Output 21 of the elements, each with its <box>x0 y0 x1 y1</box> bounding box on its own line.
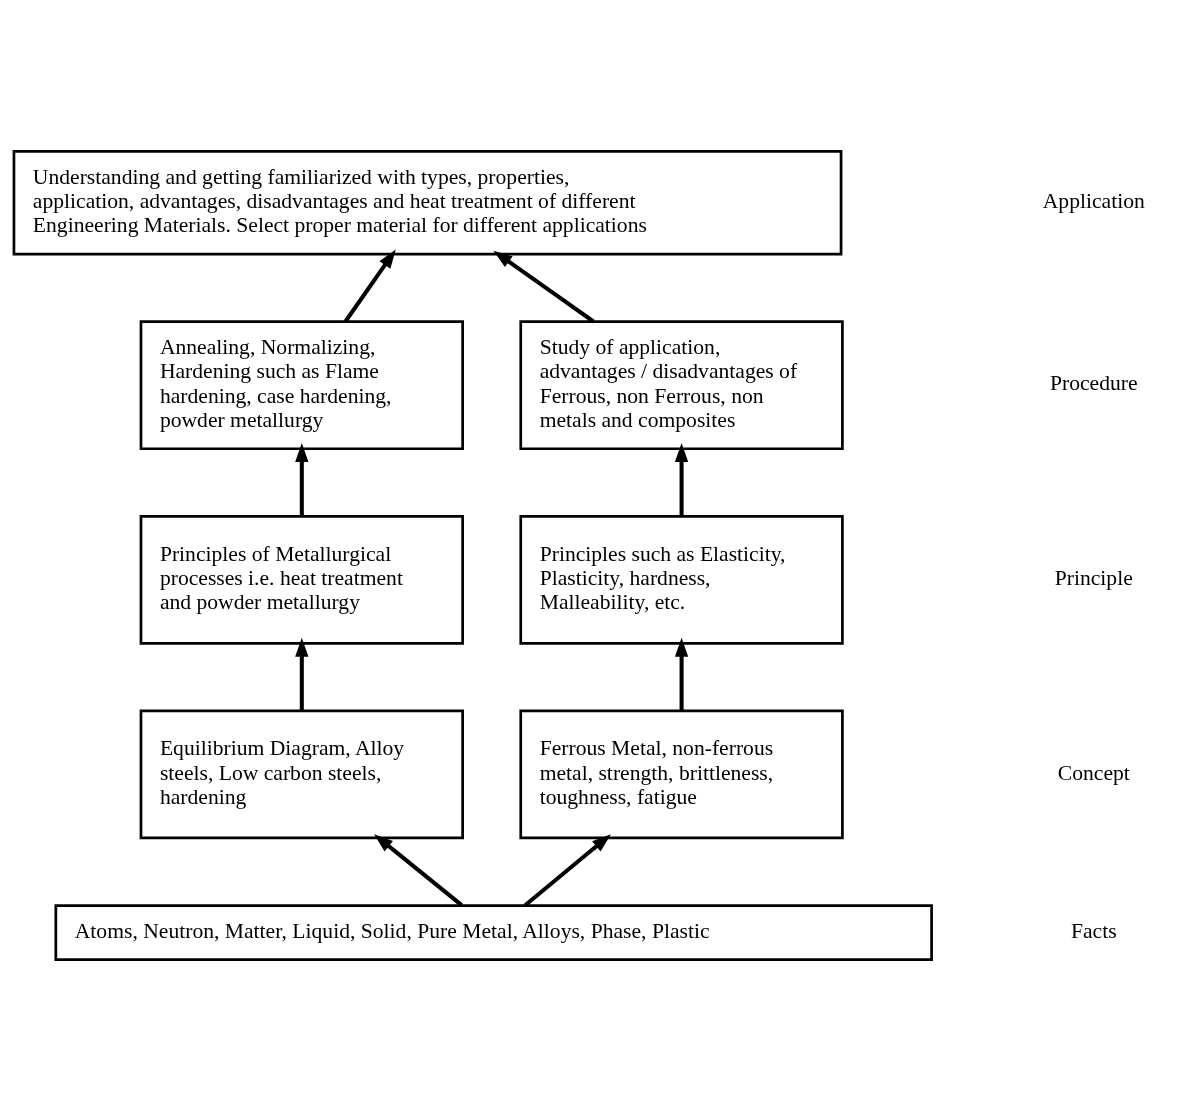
node-box: Study of application, advantages / disadvantages of Ferrous, non Ferrous, non metals and composites <box>519 319 844 450</box>
arrow <box>493 250 595 323</box>
node-box: Annealing, Normalizing, Hardening such as Flame hardening, case hardening, powder metallurgy <box>139 319 464 450</box>
label: Concept <box>1057 760 1130 785</box>
node-box: Atoms, Neutron, Matter, Liquid, Solid, Pure Metal, Alloys, Phase, Plastic <box>54 903 933 961</box>
arrow <box>674 442 689 516</box>
arrow <box>374 833 463 907</box>
node-box: Principles such as Elasticity, Plasticity, hardness, Malleability, etc. <box>519 514 844 645</box>
arrow <box>343 248 396 323</box>
arrow <box>295 442 309 516</box>
label: Facts <box>1070 918 1117 943</box>
node-box: Ferrous Metal, non-ferrous metal, strength, brittleness, toughness, fatigue <box>519 709 844 839</box>
label: Application <box>1042 188 1145 213</box>
node-box: Understanding and getting familiarized with types, properties, application, advantages, disadvantages and heat treatment of different Engineering Materials. Select proper material for different applications <box>12 149 843 255</box>
arrow <box>523 833 611 907</box>
arrow <box>295 637 309 711</box>
node-box: Principles of Metallurgical processes i.e. heat treatment and powder metallurgy <box>139 514 464 645</box>
arrow <box>674 637 689 711</box>
node-box: Equilibrium Diagram, Alloy steels, Low carbon steels, hardening <box>139 709 464 839</box>
label: Procedure <box>1049 370 1138 395</box>
label: Principle <box>1054 565 1133 590</box>
